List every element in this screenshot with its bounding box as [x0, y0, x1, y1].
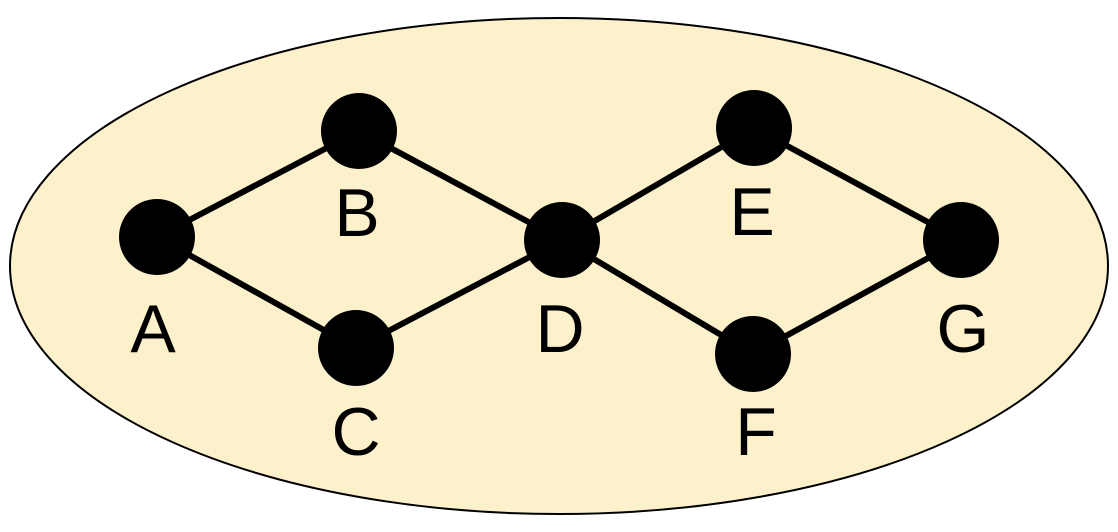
edge-c-d [354, 237, 564, 351]
node-d [524, 202, 600, 278]
node-g [923, 202, 999, 278]
node-label-g: G [937, 291, 990, 367]
node-b [321, 93, 397, 169]
node-layer [119, 90, 999, 392]
node-c [318, 310, 394, 386]
node-label-a: A [130, 291, 176, 367]
node-label-f: F [735, 394, 777, 470]
edge-e-g [752, 125, 963, 243]
node-a [119, 199, 195, 275]
node-e [716, 90, 792, 166]
node-label-b: B [334, 175, 379, 251]
edge-b-d [357, 128, 564, 243]
node-label-d: D [535, 291, 584, 367]
node-label-c: C [331, 394, 380, 470]
node-f [715, 316, 791, 392]
node-label-e: E [729, 174, 774, 250]
label-layer: A B C D E F G [130, 174, 989, 470]
edge-a-b [155, 128, 361, 240]
edge-f-g [751, 237, 963, 357]
